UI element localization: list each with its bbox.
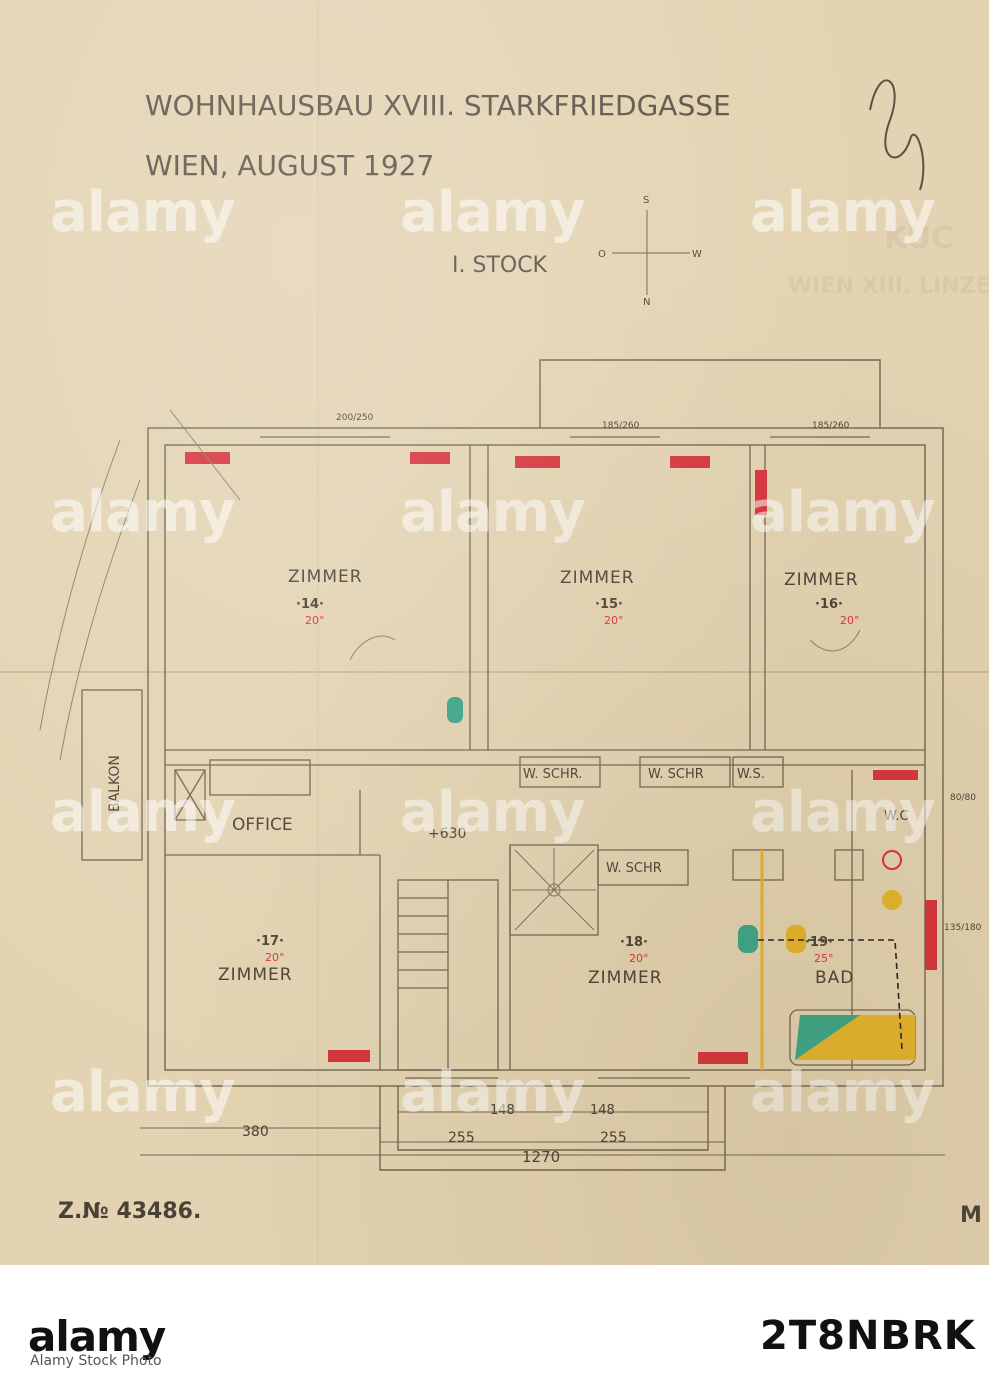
drawing-date: WIEN, AUGUST 1927	[145, 149, 434, 182]
watermark: alamy	[400, 180, 586, 245]
drawing-title: WOHNHAUSBAU XVIII. STARKFRIEDGASSE	[145, 89, 731, 122]
dim-window-b: 185/260	[602, 421, 640, 431]
closet-label: W. SCHR	[648, 767, 704, 782]
room-17-name: ZIMMER	[218, 965, 293, 985]
drawing-number: Z.№ 43486.	[58, 1199, 201, 1224]
interior-walls	[81, 436, 925, 1079]
room-15-temp: 20°	[604, 614, 624, 627]
heater-icon	[873, 770, 918, 780]
room-14-name: ZIMMER	[288, 567, 363, 587]
office-label: OFFICE	[232, 815, 293, 835]
spiral-stair-icon	[512, 848, 596, 931]
floor-label: I. STOCK	[452, 253, 548, 278]
watermark: alamy	[50, 480, 236, 545]
toilet-icon	[882, 890, 902, 910]
bathtub-icon	[795, 1015, 915, 1060]
balcony-label: BALKON	[107, 755, 123, 812]
dim-side-window-2: 135/180	[944, 923, 982, 933]
bath-fixtures	[447, 697, 915, 1070]
heater-icon	[755, 470, 767, 515]
dim-window-c: 185/260	[812, 421, 850, 431]
room-15-number: ·15·	[595, 597, 623, 612]
heater-icon	[515, 456, 560, 468]
toilet-icon	[882, 850, 902, 870]
room-14-temp: 20°	[305, 614, 325, 627]
watermark: alamy	[400, 1060, 586, 1125]
level-mark: +630	[428, 826, 466, 842]
room-18-number: ·18·	[620, 935, 648, 950]
heater-icon	[698, 1052, 748, 1064]
stock-credit: Alamy Stock Photo	[30, 1353, 162, 1369]
pencil-annotations	[39, 409, 861, 761]
stamp-text-1: KUC	[884, 221, 953, 256]
wc-label: W.C	[884, 809, 909, 824]
room-19-name: BAD	[815, 968, 854, 988]
closet-label: W. SCHR.	[523, 767, 582, 782]
watermark: alamy	[50, 180, 236, 245]
dim-bay-a: 255	[448, 1130, 475, 1146]
room-16-temp: 20°	[840, 614, 860, 627]
dim-side-window: 80/80	[950, 793, 976, 803]
compass-s: S	[643, 195, 649, 206]
watermark: alamy	[50, 780, 236, 845]
heaters	[185, 452, 937, 1064]
dim-total-width: 1270	[522, 1148, 560, 1166]
heater-icon	[670, 456, 710, 468]
room-18-name: ZIMMER	[588, 968, 663, 988]
pipe-line	[758, 939, 903, 1051]
drawing-sheet: WOHNHAUSBAU XVIII. STARKFRIEDGASSE WIEN,…	[0, 0, 989, 1265]
brand-logo[interactable]: alamy	[28, 1312, 166, 1361]
dimension-lines	[140, 1111, 945, 1156]
dim-bay-d: 148	[590, 1103, 615, 1118]
watermark: alamy	[750, 180, 936, 245]
room-17-temp: 20°	[265, 951, 285, 964]
washbasin-icon	[447, 697, 463, 723]
outer-walls	[147, 359, 944, 1171]
dim-bay-c: 148	[490, 1103, 515, 1118]
heater-icon	[328, 1050, 370, 1062]
closet-label: W. SCHR	[606, 861, 662, 876]
compass-w: W	[692, 249, 702, 260]
dim-window-a: 200/250	[336, 413, 374, 423]
room-17-number: ·17·	[256, 934, 284, 949]
room-16-number: ·16·	[815, 597, 843, 612]
room-16-name: ZIMMER	[784, 570, 859, 590]
stock-banner	[0, 1265, 989, 1390]
sink-icon	[738, 925, 758, 953]
watermark: alamy	[750, 1060, 936, 1125]
dim-left-span: 380	[242, 1124, 269, 1140]
room-15-name: ZIMMER	[560, 568, 635, 588]
watermark: alamy	[400, 480, 586, 545]
watermark: alamy	[400, 780, 586, 845]
heater-icon	[410, 452, 450, 464]
watermark: alamy	[50, 1060, 236, 1125]
room-19-number: ·19·	[805, 935, 833, 950]
room-18-temp: 20°	[629, 952, 649, 965]
heater-icon	[925, 900, 937, 970]
sink-icon	[786, 925, 806, 953]
dim-bay-b: 255	[600, 1130, 627, 1146]
compass-o: O	[598, 249, 606, 260]
signature-icon	[869, 79, 925, 191]
image-id: 2T8NBRK	[760, 1313, 976, 1359]
closet-label: W.S.	[737, 767, 765, 782]
room-14-number: ·14·	[296, 597, 324, 612]
room-19-temp: 25°	[814, 952, 834, 965]
watermark: alamy	[750, 480, 936, 545]
floor-plan-drawing: WOHNHAUSBAU XVIII. STARKFRIEDGASSE WIEN,…	[0, 0, 989, 1265]
watermark: alamy	[750, 780, 936, 845]
stamp-text-2: WIEN XIII. LINZE	[788, 274, 989, 299]
compass-n: N	[643, 297, 650, 308]
compass-icon: S W O N	[598, 195, 702, 308]
corner-letter: M	[960, 1203, 982, 1228]
